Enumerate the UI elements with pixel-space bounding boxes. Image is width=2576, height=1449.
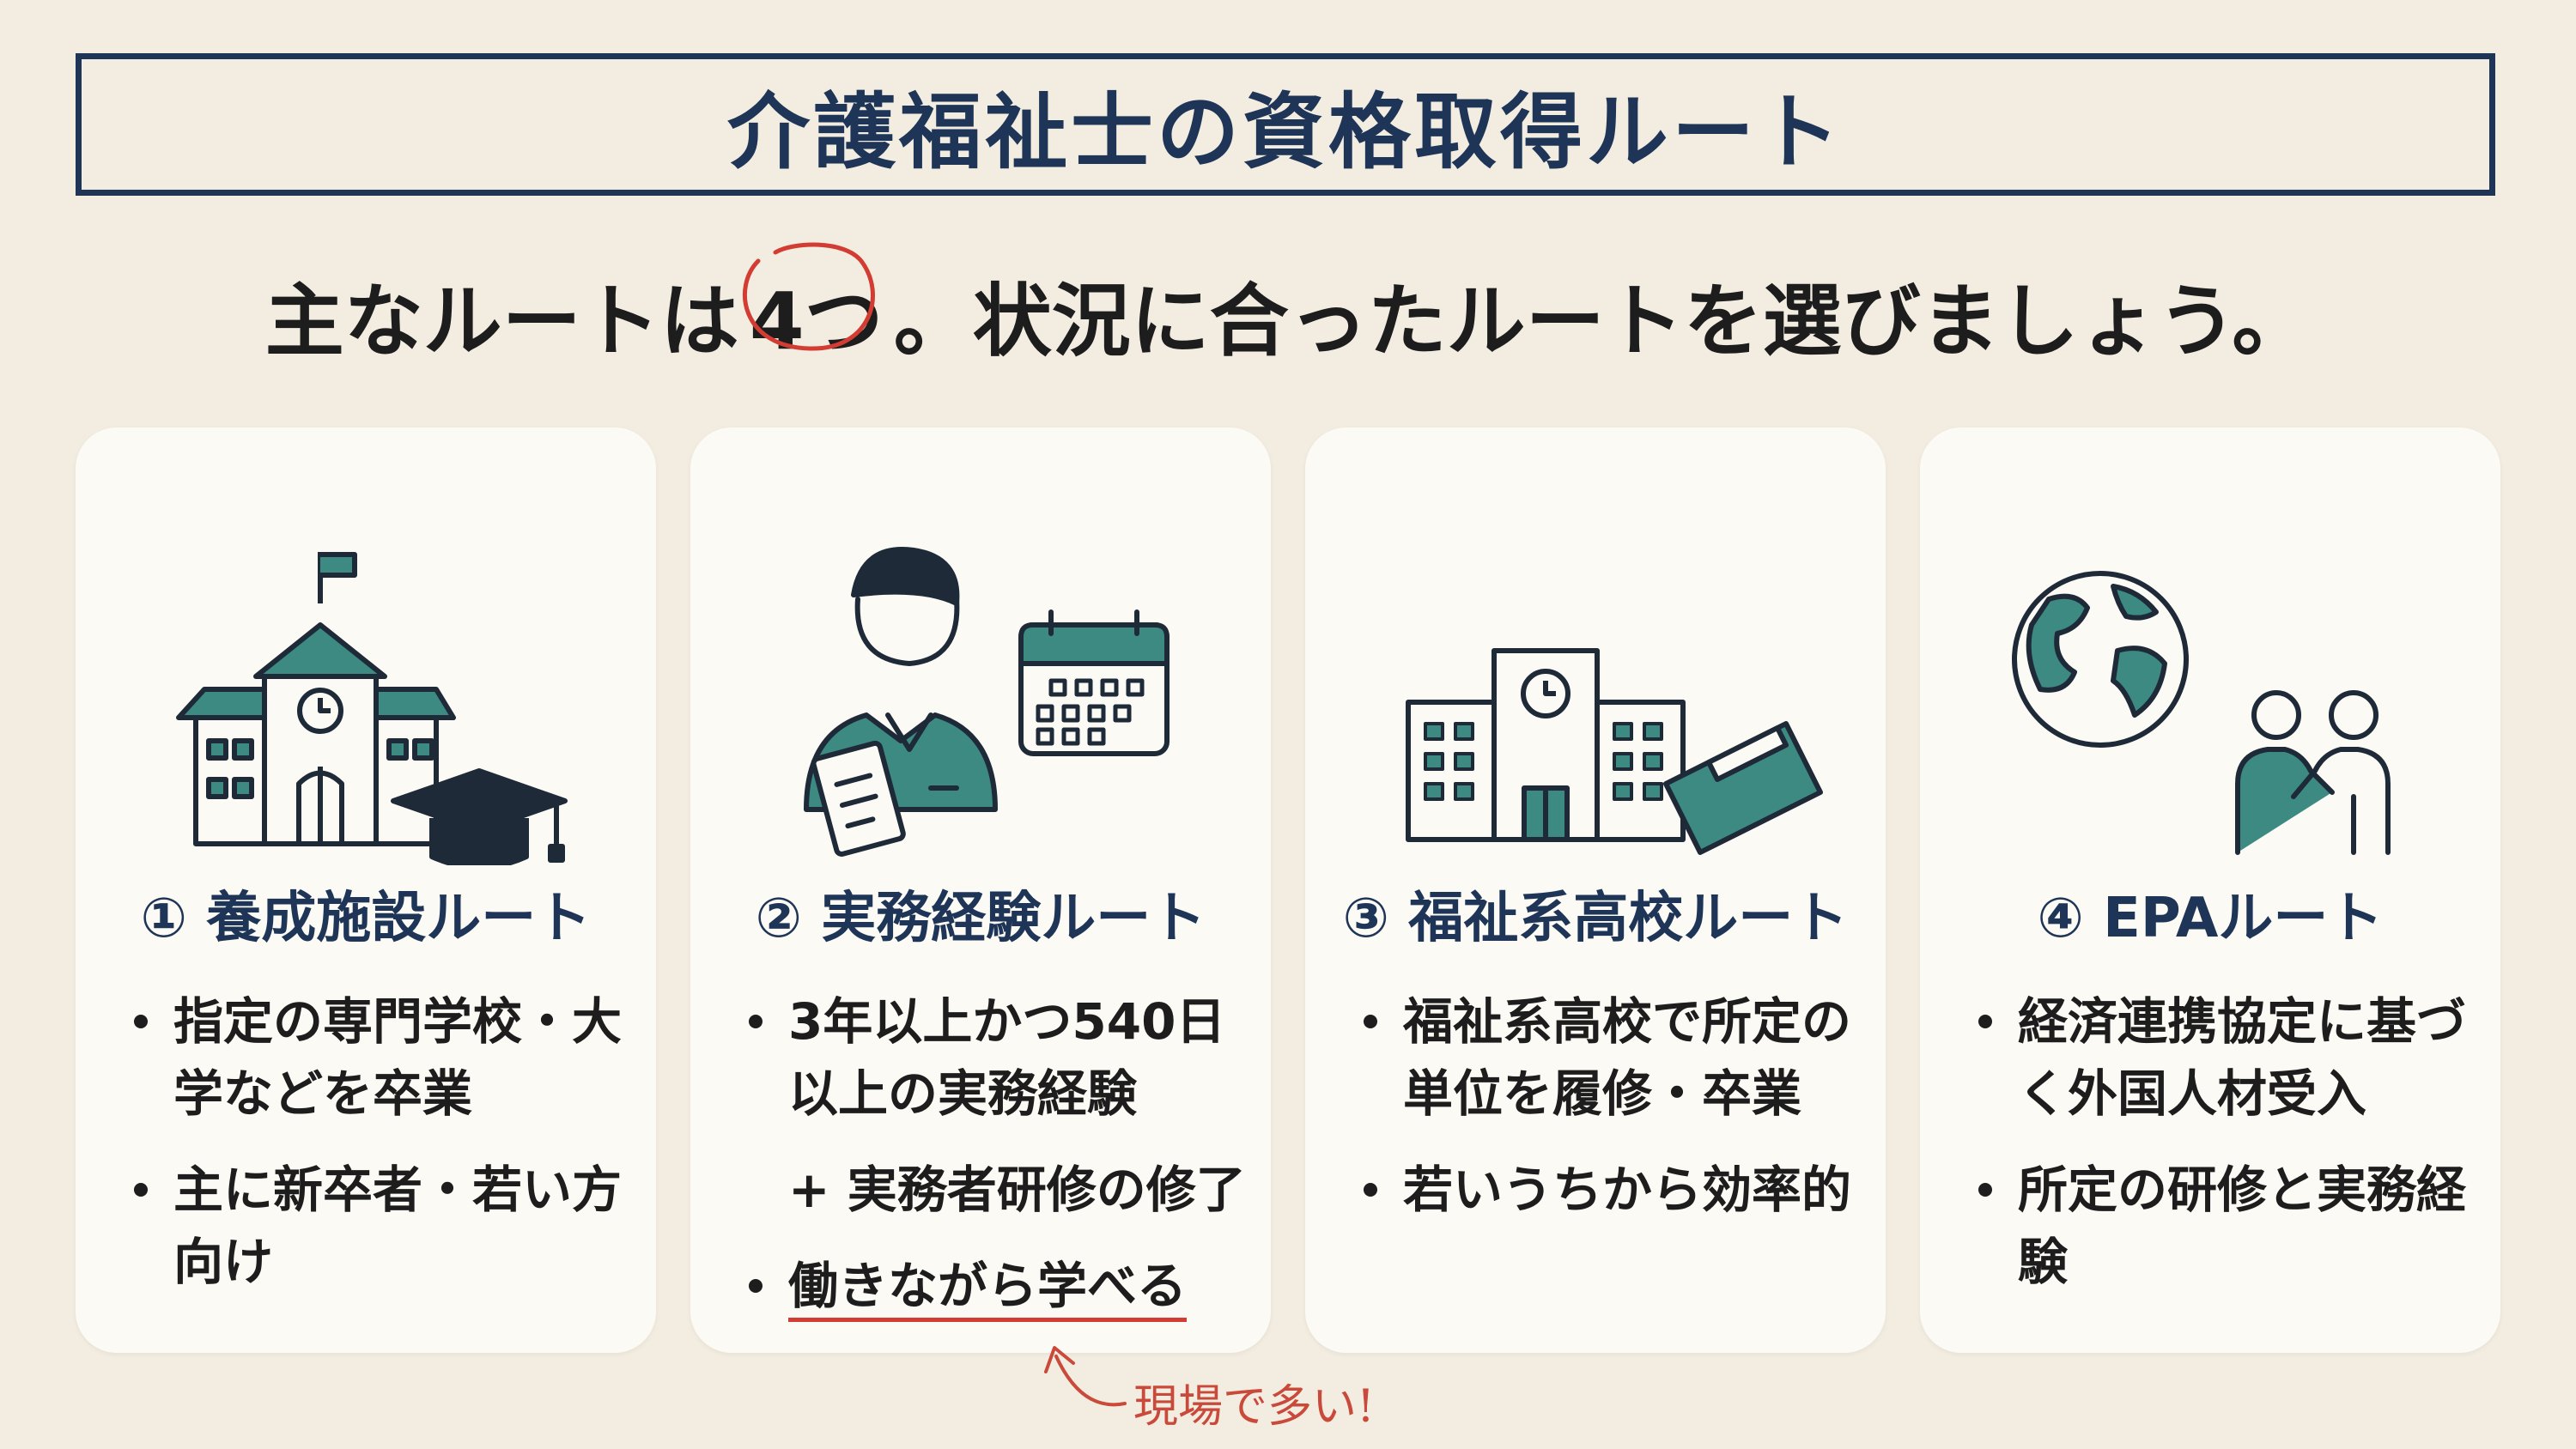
bullet-item: 福祉系高校で所定の単位を履修・卒業 — [1357, 985, 1872, 1130]
school-graduation-icon — [176, 552, 568, 865]
highschool-book-icon — [1406, 648, 1823, 855]
route-bullets-4: 経済連携協定に基づく外国人材受入 所定の研修と実務経験 — [1971, 985, 2487, 1322]
subtitle-before: 主なルートは — [264, 276, 739, 367]
bullet-item: 経済連携協定に基づく外国人材受入 — [1971, 985, 2487, 1130]
red-circle-mark — [742, 242, 875, 351]
subtitle-after: 。状況に合ったルートを選びましょう。 — [893, 276, 2312, 367]
route-heading-3: ③ 福祉系高校ルート — [1342, 887, 1849, 950]
worker-calendar-icon — [804, 547, 1170, 857]
bullet-item: 働きながら学べる — [742, 1250, 1257, 1322]
highlight-underline: 働きながら学べる — [788, 1257, 1188, 1322]
bullet-item: + 実務者研修の修了 — [788, 1161, 1246, 1219]
bullet-item: 若いうちから効率的 — [1357, 1154, 1872, 1226]
route-heading-4: ④ EPAルート — [2037, 887, 2384, 950]
bullet-item: 3年以上かつ540日以上の実務経験 — [742, 985, 1257, 1130]
route-card-3: ③ 福祉系高校ルート 福祉系高校で所定の単位を履修・卒業 若いうちから効率的 — [1305, 427, 1886, 1353]
route-heading-1: ① 養成施設ルート — [140, 887, 592, 950]
title-box: 介護福祉士の資格取得ルート — [76, 53, 2495, 196]
globe-handshake-icon — [2012, 571, 2391, 855]
bullet-item: 所定の研修と実務経験 — [1971, 1154, 2487, 1298]
curved-arrow-icon — [1044, 1346, 1127, 1407]
handwritten-note: 現場で多い! — [1133, 1381, 1375, 1433]
route-card-2: ② 実務経験ルート 3年以上かつ540日以上の実務経験 + 実務者研修の修了 働… — [690, 427, 1271, 1353]
subtitle-highlight: 4つ — [739, 242, 894, 372]
route-card-4: ④ EPAルート 経済連携協定に基づく外国人材受入 所定の研修と実務経験 — [1920, 427, 2500, 1353]
route-heading-2: ② 実務経験ルート — [755, 887, 1206, 950]
route-bullets-2: 3年以上かつ540日以上の実務経験 + 実務者研修の修了 働きながら学べる — [742, 985, 1257, 1346]
route-bullets-3: 福祉系高校で所定の単位を履修・卒業 若いうちから効率的 — [1357, 985, 1872, 1250]
route-bullets-1: 指定の専門学校・大学などを卒業 主に新卒者・若い方向け — [127, 985, 642, 1322]
bullet-item: 主に新卒者・若い方向け — [127, 1154, 642, 1298]
route-card-1: ① 養成施設ルート 指定の専門学校・大学などを卒業 主に新卒者・若い方向け — [76, 427, 656, 1353]
page-title: 介護福祉士の資格取得ルート — [727, 83, 1844, 180]
bullet-item: 指定の専門学校・大学などを卒業 — [127, 985, 642, 1130]
